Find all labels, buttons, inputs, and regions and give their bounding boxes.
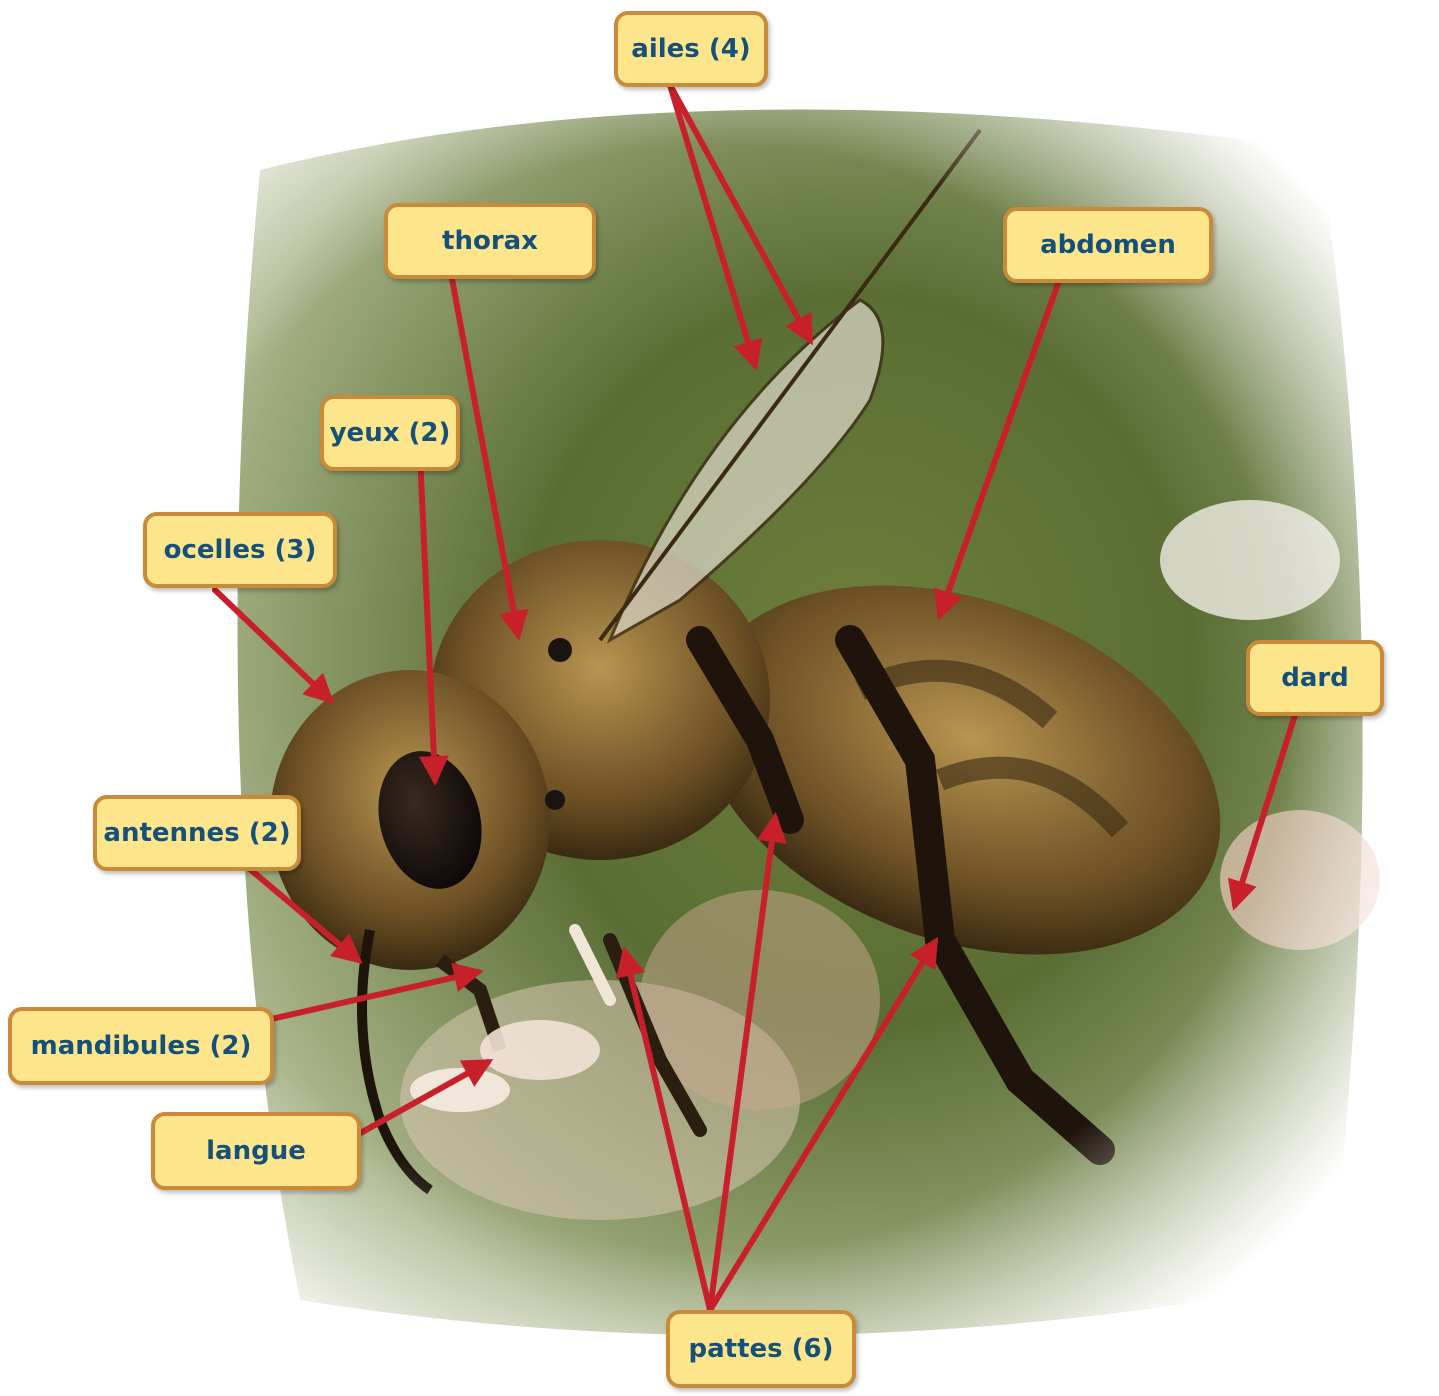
label-dard: dard (1246, 640, 1384, 716)
label-ailes: ailes (4) (614, 11, 768, 87)
label-ocelles: ocelles (3) (143, 512, 337, 588)
label-langue: langue (151, 1112, 361, 1190)
label-abdomen: abdomen (1003, 207, 1213, 283)
label-mandibules: mandibules (2) (8, 1007, 274, 1085)
label-pattes: pattes (6) (666, 1310, 856, 1388)
label-yeux: yeux (2) (320, 395, 460, 471)
label-thorax: thorax (384, 203, 596, 279)
label-antennes: antennes (2) (93, 795, 301, 871)
